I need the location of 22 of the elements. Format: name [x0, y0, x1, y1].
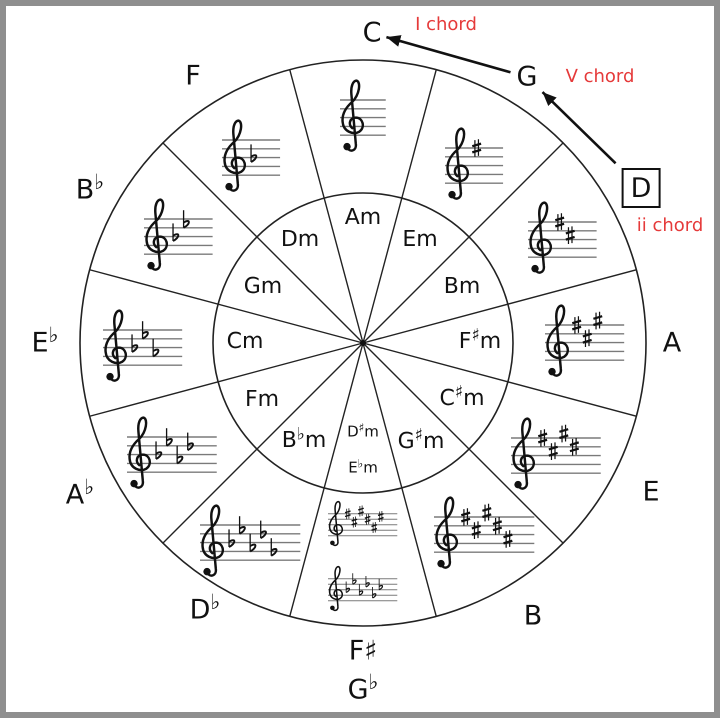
- arrow: [386, 35, 511, 74]
- minor-key-name: Cm: [226, 331, 264, 353]
- chord-label: I chord: [415, 16, 477, 34]
- key-name: C: [362, 20, 382, 46]
- key-name: F: [185, 62, 201, 90]
- minor-key-name: Am: [344, 207, 382, 229]
- minor-key-name: Gm: [244, 276, 282, 298]
- minor-key-name: D$^{♯}$m: [347, 424, 379, 440]
- minor-key-name: Em: [402, 229, 438, 251]
- key-name: B: [524, 602, 542, 630]
- chord-label: V chord: [566, 68, 634, 86]
- key-name: E: [642, 478, 660, 506]
- minor-key-name: Fm: [244, 389, 280, 411]
- key-name: G: [516, 64, 538, 90]
- chord-label: ii chord: [636, 217, 704, 235]
- arrow: [542, 91, 616, 164]
- minor-key-name: Dm: [280, 229, 320, 251]
- key-name: F♯: [348, 638, 378, 664]
- key-box: D: [622, 168, 660, 208]
- key-name: A: [662, 330, 682, 356]
- minor-key-name: E$^{♭}$m: [348, 460, 378, 476]
- minor-key-name: Bm: [444, 276, 480, 298]
